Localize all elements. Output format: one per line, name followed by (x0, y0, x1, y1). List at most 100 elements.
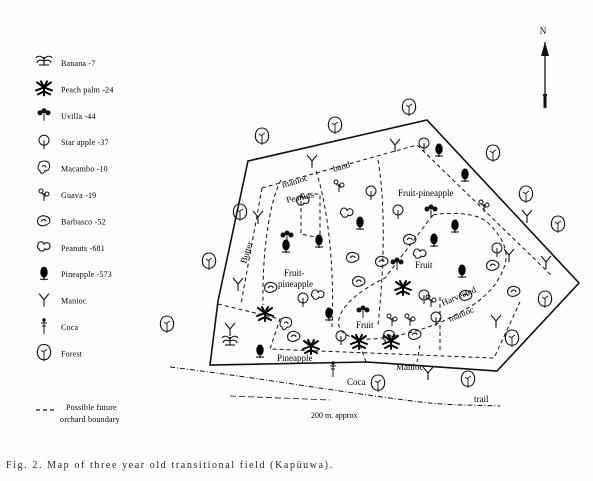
legend-label-uvilla: Uvilla -44 (61, 112, 96, 121)
zone-boundaries (217, 144, 553, 363)
forest-icon (159, 315, 175, 334)
fruit-lower-label: Fruit (356, 320, 374, 330)
boundary-label-line1: Possible future (66, 403, 117, 412)
banana-icon (35, 55, 53, 66)
uvilla-icon (356, 305, 370, 319)
coca-bottom-label: Coca (347, 377, 366, 387)
north-arrow: N (540, 26, 549, 108)
barbasco-icon (375, 255, 389, 267)
star-apple-icon (297, 292, 309, 308)
peach-palm-icon (350, 334, 368, 350)
forest-icon (504, 329, 520, 348)
barbasco-icon (264, 281, 278, 293)
pineapple-icon (39, 266, 49, 281)
fruit-pineapple-top-label: Fruit-pineapple (398, 188, 454, 198)
star-apple-icon (335, 330, 347, 346)
guava-icon (404, 313, 416, 327)
legend-label-macambo: Macambo -10 (61, 165, 108, 174)
star-apple-icon (418, 137, 430, 153)
pineapple-icon (281, 239, 291, 254)
manioc-band-label-1: manioc (281, 173, 309, 190)
guava-icon (425, 294, 437, 308)
legend-label-barbasco: Barbasco -52 (61, 217, 106, 226)
peanuts-icon (339, 207, 354, 218)
peanuts-icon (36, 241, 51, 252)
legend-label-pineapple: Pineapple -573 (61, 270, 112, 279)
butter-label: Butter (238, 240, 254, 264)
peach-palm-icon (35, 80, 53, 97)
uvilla-icon (37, 108, 51, 122)
guava-icon (38, 188, 50, 202)
star-apple-icon (365, 185, 377, 201)
scale-label: 200 m. approx (311, 411, 357, 420)
forest-icon (550, 215, 566, 234)
trail-label: trail (474, 394, 489, 404)
pineapple-icon (434, 143, 444, 158)
legend-label-peach-palm: Peach palm -24 (61, 85, 114, 94)
forest-icon (460, 370, 476, 389)
peanuts-label: Peanuts (285, 189, 315, 205)
pineapple-icon (450, 219, 460, 234)
legend-label-forest: Forest (61, 349, 83, 358)
forest-icon (254, 127, 270, 146)
manioc-icon (422, 366, 434, 381)
banana-icon (221, 335, 239, 346)
forest-icon (327, 116, 343, 135)
barbasco-icon (352, 275, 366, 287)
manioc-icon (38, 293, 50, 308)
pineapple-icon (314, 234, 324, 249)
pineapple-icon (355, 216, 365, 231)
forest-icon (201, 252, 217, 271)
peach-palm-icon (394, 280, 412, 296)
manioc-icon (306, 154, 318, 169)
pineapple-icon (429, 233, 439, 248)
trail-line (169, 366, 501, 407)
barbasco-icon (486, 259, 500, 271)
barbasco-icon (346, 251, 360, 263)
legend-boundary-key: Possible future orchard boundary (36, 403, 120, 424)
legend-label-star-apple: Star apple -37 (61, 138, 109, 147)
pineapple-icon (460, 168, 470, 183)
manioc-icon (521, 209, 533, 224)
fruit-pineapple-left-label-1: Fruit- (284, 268, 305, 278)
manioc-icon (232, 277, 244, 292)
manioc-bottom-label: Manioc (396, 362, 424, 372)
peach-palm-icon (302, 339, 320, 355)
legend-label-banana: Banana -7 (61, 59, 95, 68)
guava-icon (333, 179, 345, 193)
legend-label-manioc: Manioc (61, 297, 87, 306)
fruit-pineapple-left-label-2: pineapple (278, 279, 313, 289)
peanuts-icon (310, 289, 325, 300)
star-apple-icon (491, 242, 503, 258)
pineapple-bottom-label: Pineapple (277, 353, 313, 363)
barbasco-icon (37, 215, 51, 227)
star-apple-icon (418, 289, 430, 305)
uvilla-icon (280, 230, 294, 244)
legend-label-peanuts: Peanuts -681 (61, 244, 105, 253)
forest-icon (537, 290, 553, 309)
forest-icon (518, 185, 534, 204)
peanuts-icon (412, 248, 427, 259)
forest-icon (370, 374, 386, 393)
forest-icon (485, 144, 501, 163)
boundary-label-line2: orchard boundary (60, 415, 120, 424)
field-boundary (209, 119, 581, 372)
figure-caption: Fig. 2. Map of three year old transition… (6, 460, 334, 471)
manioc-icon (252, 210, 264, 225)
legend-label-guava: Guava -19 (61, 191, 96, 200)
barbasco-icon (287, 330, 301, 342)
coca-icon (329, 361, 337, 378)
star-apple-icon (38, 134, 50, 150)
north-label: N (540, 26, 547, 36)
fruit-center-label: Fruit (415, 260, 433, 270)
macambo-icon (279, 316, 293, 331)
guava-icon (386, 313, 398, 327)
pineapple-icon (457, 264, 467, 279)
pineapple-icon (255, 344, 265, 359)
barbasco-icon (507, 285, 521, 297)
uvilla-icon (424, 204, 438, 218)
harvested-label-2: manioc (447, 304, 475, 324)
manioc-icon (224, 322, 236, 337)
